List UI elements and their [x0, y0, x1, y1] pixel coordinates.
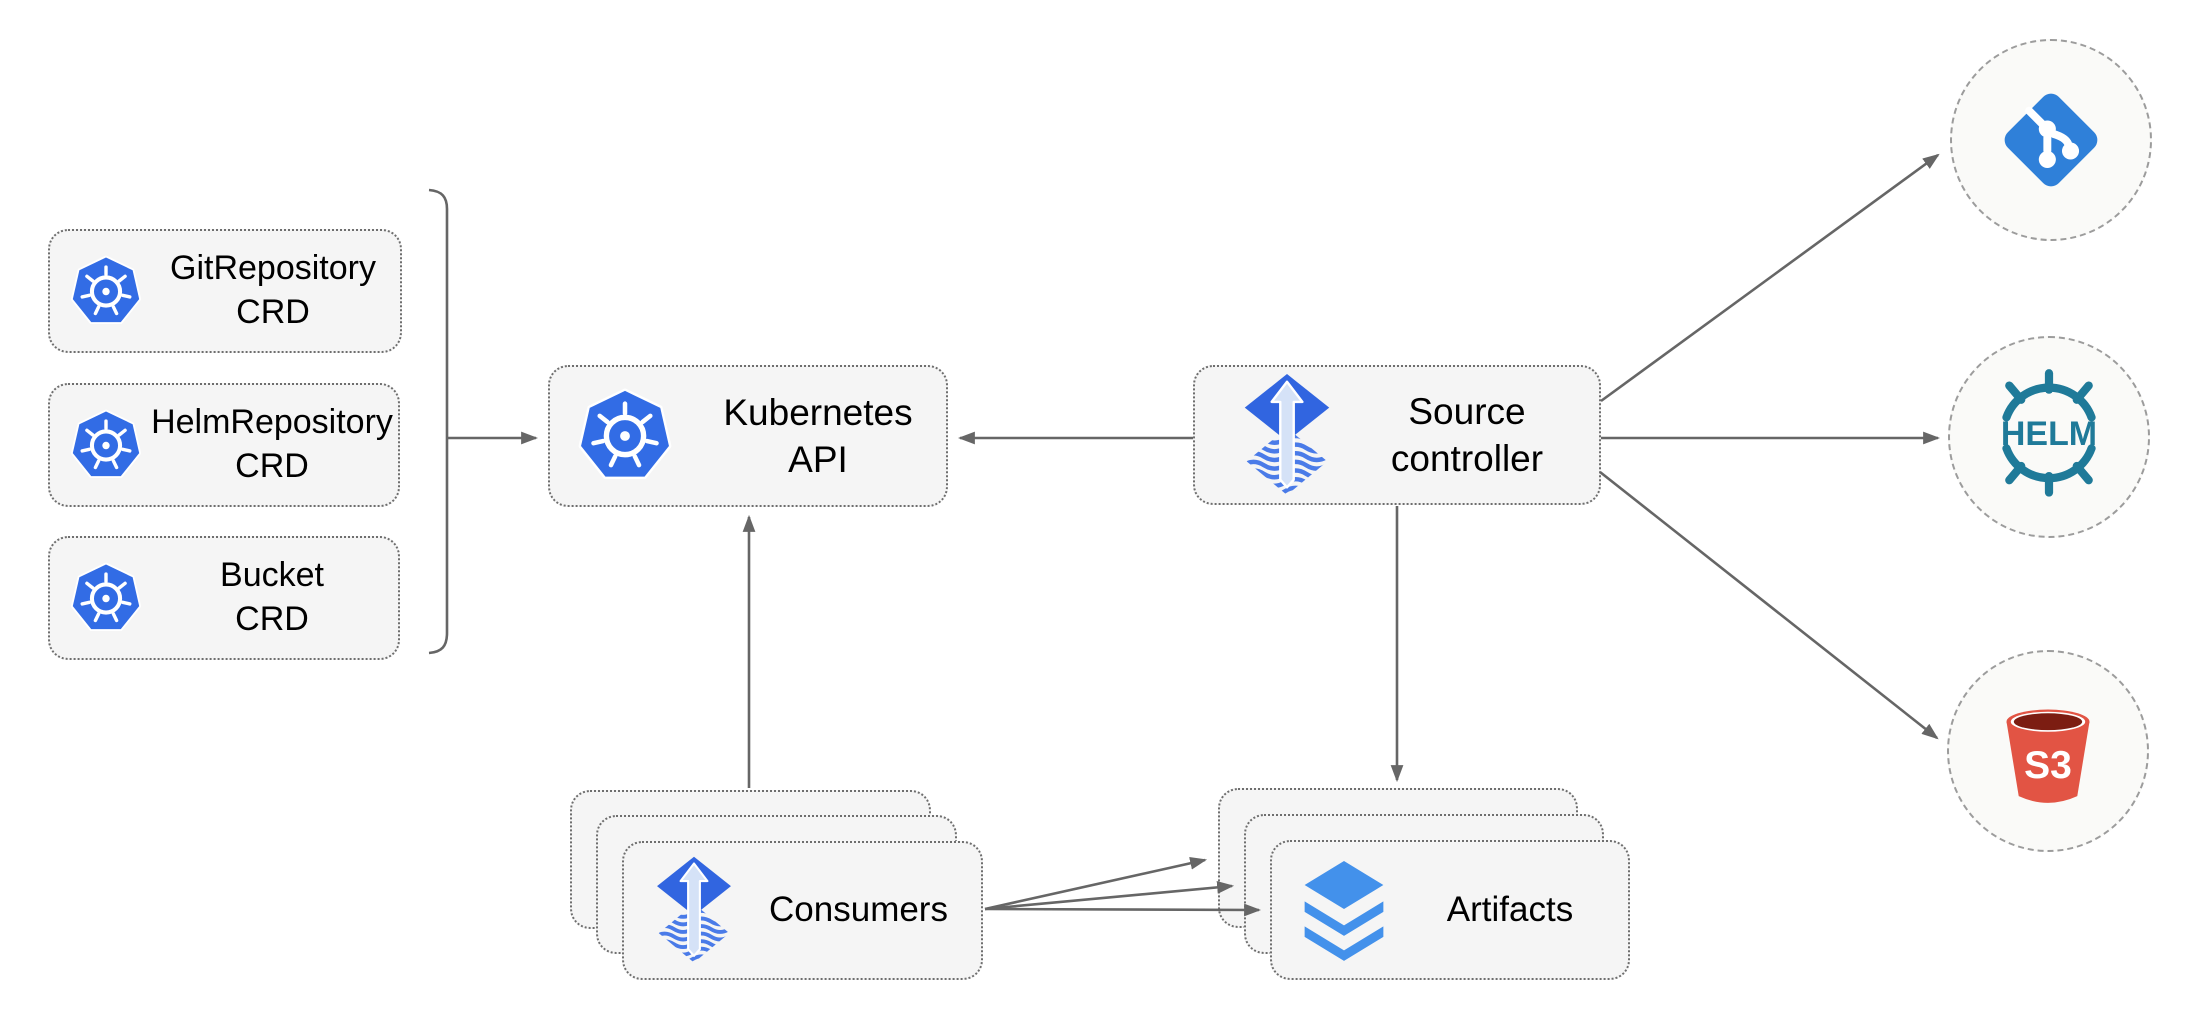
node-gitrepository-crd: GitRepository CRD: [48, 229, 402, 353]
git-icon: [2004, 93, 2098, 187]
source-controller-label: Source controller: [1390, 390, 1544, 479]
kubernetes-icon: [66, 560, 146, 637]
external-helm: HELM: [1948, 336, 2150, 538]
node-helmrepository-crd: HelmRepository CRD: [48, 383, 400, 507]
s3-icon: S3: [2006, 709, 2090, 803]
node-kubernetes-api: Kubernetes API: [548, 365, 948, 507]
gitrepository-crd-label: GitRepository CRD: [170, 249, 376, 331]
node-artifacts: Artifacts: [1270, 840, 1630, 980]
arrow-consumers-to-artifacts-1: [984, 857, 1208, 911]
kubernetes-api-label: Kubernetes API: [723, 391, 913, 480]
flux-icon: [652, 855, 736, 966]
external-git: [1950, 39, 2152, 241]
helm-icon: HELM: [2001, 369, 2097, 497]
kubernetes-icon: [576, 385, 674, 487]
arrow-source-to-git: [1600, 153, 1940, 403]
layers-icon: [1296, 857, 1392, 963]
consumers-label: Consumers: [769, 890, 948, 930]
external-s3: S3: [1947, 650, 2149, 852]
s3-label: S3: [2024, 744, 2072, 787]
bucket-crd-label: Bucket CRD: [220, 556, 324, 638]
helmrepository-crd-label: HelmRepository CRD: [151, 403, 393, 485]
node-bucket-crd: Bucket CRD: [48, 536, 400, 660]
node-source-controller: Source controller: [1193, 365, 1601, 505]
arrow-source-to-s3: [1599, 470, 1939, 740]
node-consumers-stack: Consumers: [570, 790, 983, 980]
node-consumers: Consumers: [622, 841, 983, 980]
kubernetes-icon: [66, 253, 146, 330]
node-artifacts-stack: Artifacts: [1218, 788, 1630, 980]
helm-label: HELM: [2001, 415, 2097, 453]
arrow-consumers-to-artifacts-2: [984, 881, 1235, 911]
crd-group-bracket: [428, 188, 449, 655]
artifacts-label: Artifacts: [1446, 889, 1574, 929]
kubernetes-icon: [66, 407, 146, 484]
flux-icon: [1239, 372, 1335, 499]
